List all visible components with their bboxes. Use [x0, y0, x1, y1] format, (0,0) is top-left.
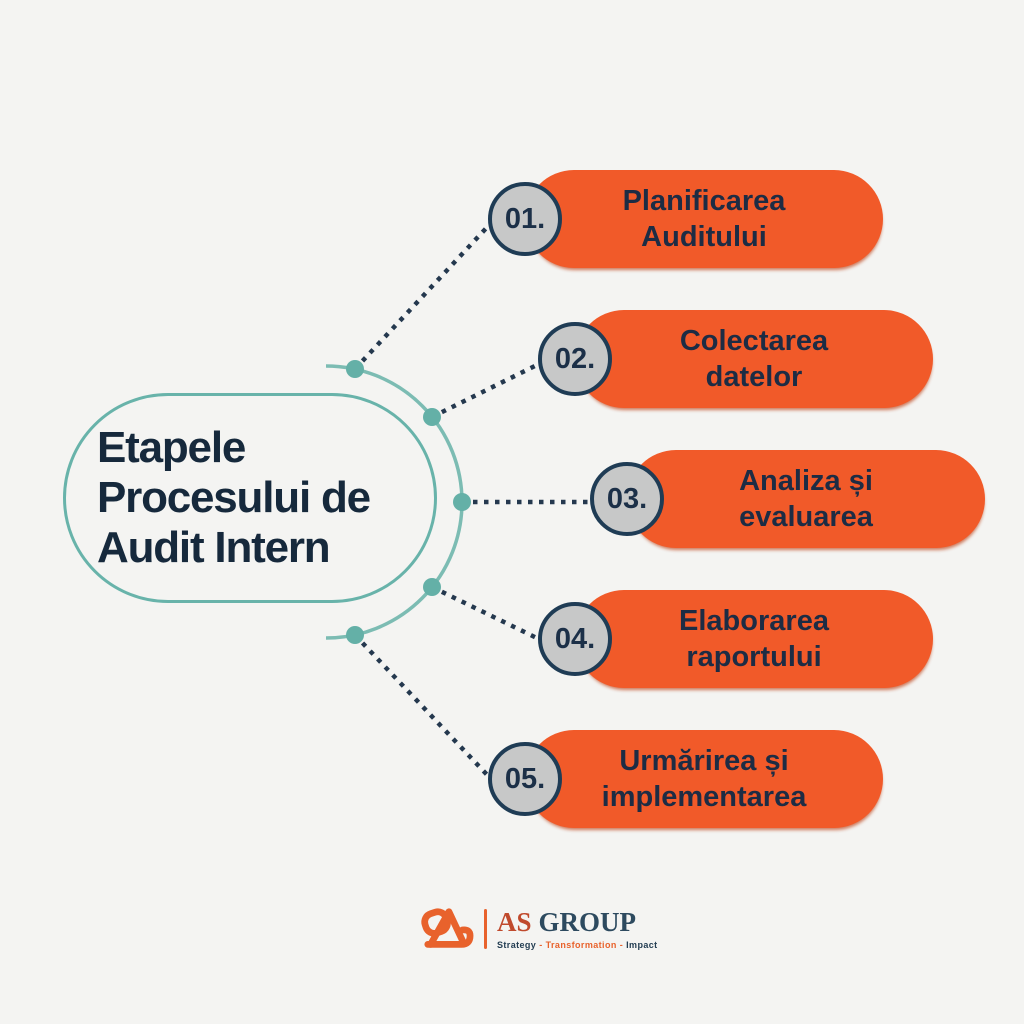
tagline-separator-1: - — [539, 939, 543, 950]
tagline-strategy: Strategy — [497, 939, 537, 950]
logo-divider — [484, 909, 487, 949]
step-number-badge-1: 01. — [488, 182, 562, 256]
hub-title-bubble: Etapele Procesului de Audit Intern — [63, 393, 437, 603]
brand-name-group: GROUP — [538, 906, 637, 937]
step-label-3-line-2: evaluarea — [739, 501, 873, 533]
arc-node-dot-3 — [453, 493, 471, 511]
arc-node-dot-4 — [423, 578, 441, 596]
step-label-3-line-1: Analiza și — [739, 465, 873, 497]
dotted-line-4 — [431, 584, 544, 644]
step-label-2-line-2: datelor — [705, 361, 803, 393]
tagline-impact: Impact — [626, 939, 658, 950]
hub-title-line-2: Procesului de — [97, 473, 371, 522]
dotted-line-1 — [353, 221, 493, 371]
step-label-1-line-2: Auditului — [641, 221, 767, 253]
arc-node-dot-1 — [346, 360, 364, 378]
step-label-1-line-1: Planificarea — [622, 185, 786, 217]
dotted-line-5 — [353, 633, 493, 781]
step-pill-5: 05. Urmărirea și implementarea — [488, 730, 883, 828]
step-label-4-line-1: Elaborarea — [679, 605, 829, 637]
brand-tagline: Strategy-Transformation-Impact — [497, 940, 658, 950]
step-label-5-line-2: implementarea — [601, 781, 807, 813]
step-pill-1: 01. Planificarea Auditului — [488, 170, 883, 268]
tagline-transformation: Transformation — [545, 939, 617, 950]
arc-node-dot-2 — [423, 408, 441, 426]
dotted-line-2 — [431, 359, 544, 420]
step-pill-3: 03. Analiza și evaluarea — [590, 450, 985, 548]
arc-node-dot-5 — [346, 626, 364, 644]
step-label-5-line-1: Urmărirea și — [619, 745, 789, 777]
step-label-4-line-2: raportului — [686, 641, 822, 673]
as-group-logo-icon — [421, 908, 474, 948]
step-number-badge-5: 05. — [488, 742, 562, 816]
step-number-badge-3: 03. — [590, 462, 664, 536]
hub-title-line-3: Audit Intern — [97, 523, 331, 572]
step-number-badge-4: 04. — [538, 602, 612, 676]
hub-title-line-1: Etapele — [97, 423, 246, 472]
step-pill-4: 04. Elaborarea raportului — [538, 590, 933, 688]
step-label-2-line-1: Colectarea — [679, 325, 829, 357]
step-number-badge-2: 02. — [538, 322, 612, 396]
step-pill-2: 02. Colectarea datelor — [538, 310, 933, 408]
tagline-separator-2: - — [619, 939, 624, 950]
brand-name-as: AS — [497, 906, 532, 937]
